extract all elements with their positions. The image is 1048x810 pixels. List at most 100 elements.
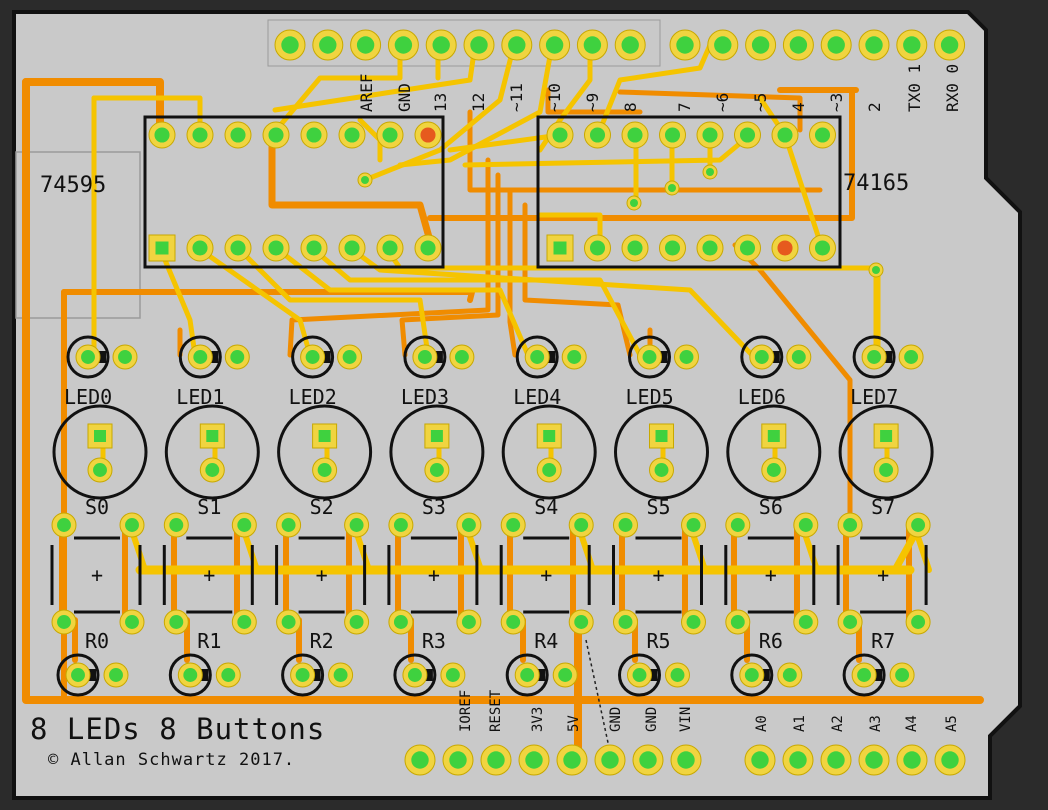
- pad: [851, 662, 877, 688]
- led-outline: [852, 335, 896, 379]
- pad-center: [520, 668, 535, 682]
- pad: [561, 344, 587, 370]
- pad-center: [205, 463, 220, 477]
- pad-center: [895, 668, 910, 682]
- pad: [344, 512, 370, 538]
- pad: [463, 29, 495, 61]
- trace: [507, 189, 518, 358]
- trace: [347, 245, 755, 358]
- pad: [809, 121, 836, 149]
- pad-center: [281, 518, 296, 532]
- pad-center: [155, 241, 169, 255]
- switch-plus-mark: +: [540, 563, 552, 587]
- pad-center: [154, 127, 170, 143]
- pad-center: [470, 36, 488, 54]
- pad: [199, 457, 225, 483]
- pad: [613, 512, 638, 538]
- pad: [440, 662, 466, 688]
- header-pin-label: ~5: [751, 93, 770, 112]
- pad-center: [192, 127, 208, 143]
- pad-center: [394, 36, 413, 54]
- pad-center: [318, 430, 331, 442]
- pad: [649, 457, 674, 483]
- pad: [338, 234, 366, 262]
- pad-center: [317, 463, 332, 477]
- resistor-polarity-mark: [198, 669, 209, 681]
- copyright-text: © Allan Schwartz 2017.: [48, 750, 296, 770]
- pad-center: [642, 350, 657, 364]
- pad-center: [767, 430, 780, 442]
- header-pin-label: 5V: [566, 715, 582, 732]
- pad: [290, 662, 316, 688]
- pad: [119, 512, 145, 538]
- header-pin-label: 4: [789, 102, 808, 112]
- pad: [456, 512, 482, 538]
- pad-center: [230, 127, 246, 143]
- resistor-polarity-mark: [872, 669, 883, 681]
- pad: [627, 662, 652, 688]
- header-pin-label: A3: [868, 715, 884, 732]
- pad-center: [306, 127, 322, 143]
- led-outline: [403, 335, 447, 379]
- pad: [424, 423, 450, 449]
- resistor-polarity-mark: [647, 669, 658, 681]
- led-label: LED6: [738, 385, 786, 409]
- pad: [771, 234, 799, 262]
- led-polarity-mark: [320, 351, 331, 363]
- pad: [148, 234, 176, 262]
- pad: [761, 423, 787, 449]
- pad-center: [601, 751, 619, 769]
- pad-center: [632, 668, 647, 682]
- pad: [837, 609, 863, 635]
- pad-center: [125, 615, 139, 629]
- switch-body: [614, 404, 709, 500]
- led-label: LED4: [513, 385, 561, 409]
- pad: [328, 662, 354, 688]
- pad-center: [411, 751, 429, 769]
- switch-plus-mark: +: [316, 563, 328, 587]
- switch-plus-mark: +: [765, 563, 777, 587]
- pad: [725, 609, 751, 635]
- switch-label: S6: [759, 495, 783, 519]
- switch-body: [501, 404, 597, 500]
- pad-center: [449, 751, 467, 769]
- pad-center: [730, 615, 745, 629]
- pad-center: [382, 127, 398, 143]
- header-pin-label: RX0 0: [943, 64, 962, 112]
- pad-center: [563, 751, 581, 769]
- trace: [287, 157, 491, 358]
- pad-center: [461, 615, 476, 629]
- led-polarity-mark: [769, 351, 780, 363]
- pad-center: [81, 350, 95, 364]
- header-pin-label: A1: [792, 715, 808, 732]
- pad: [665, 662, 690, 688]
- resistor-outline: [56, 653, 100, 697]
- pad: [539, 29, 571, 61]
- pad: [809, 234, 836, 262]
- trace: [597, 42, 713, 133]
- pad-center: [655, 430, 668, 442]
- via-center: [630, 199, 638, 207]
- pad: [199, 423, 225, 449]
- pad: [552, 662, 578, 688]
- pad-center: [730, 518, 745, 532]
- pad: [861, 344, 887, 370]
- header-pin-label: ~6: [713, 93, 732, 112]
- pad-center: [867, 350, 882, 364]
- pad: [670, 744, 702, 776]
- led-polarity-mark: [96, 351, 106, 363]
- pad: [786, 344, 812, 370]
- pad-center: [230, 350, 245, 364]
- pad: [186, 234, 214, 262]
- header-pin-label: RESET: [488, 689, 504, 732]
- pad-center: [349, 518, 364, 532]
- pad-center: [420, 240, 436, 256]
- pad-center: [525, 751, 543, 769]
- pad: [312, 423, 338, 449]
- pad-center: [865, 751, 883, 769]
- pad: [858, 29, 890, 61]
- switch-body: [838, 404, 934, 500]
- resistor-label: R0: [85, 629, 109, 653]
